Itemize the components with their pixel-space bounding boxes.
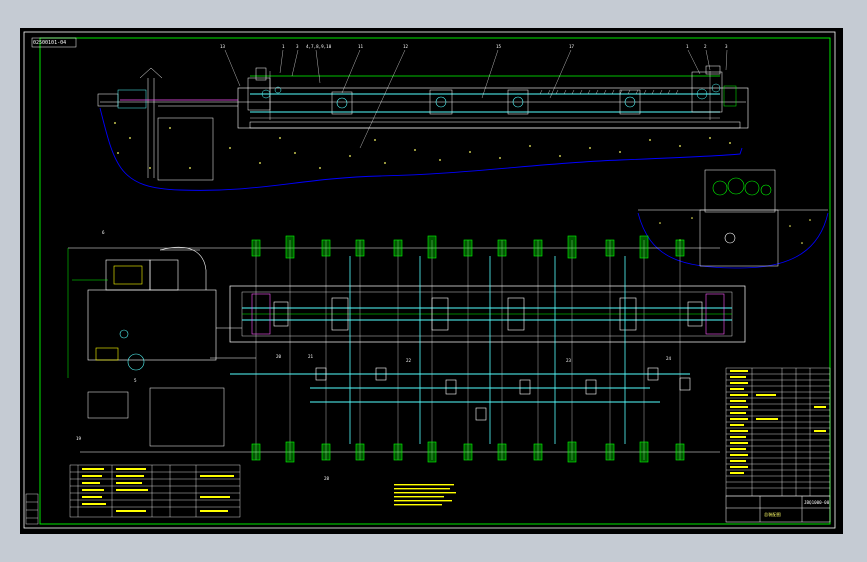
pit-floor bbox=[249, 121, 741, 129]
callouts-plan-labels: 6 5 20 21 22 23 24 28 19 bbox=[76, 230, 672, 481]
svg-text:12: 12 bbox=[403, 44, 409, 49]
drawing-border-outer bbox=[23, 31, 836, 529]
svg-text:5: 5 bbox=[134, 378, 137, 383]
svg-text:2: 2 bbox=[704, 44, 707, 49]
svg-text:19: 19 bbox=[76, 436, 82, 441]
title-stamp: 02500101-04 bbox=[33, 40, 66, 46]
parts-list bbox=[725, 367, 831, 497]
callout-leaders bbox=[224, 49, 728, 149]
lateral-pipes bbox=[349, 256, 626, 444]
svg-text:23: 23 bbox=[566, 358, 572, 363]
support-columns bbox=[255, 240, 681, 460]
svg-text:1: 1 bbox=[282, 44, 285, 49]
support-blocks-top bbox=[251, 235, 685, 259]
detail-frame bbox=[704, 169, 776, 213]
carriage-wheels bbox=[336, 96, 636, 109]
cad-drawing: 02500101-04 bbox=[23, 31, 836, 529]
rail-serration bbox=[539, 89, 679, 95]
svg-text:20: 20 bbox=[276, 354, 282, 359]
svg-text:13: 13 bbox=[220, 44, 226, 49]
svg-text:3: 3 bbox=[296, 44, 299, 49]
carriage-units bbox=[331, 89, 641, 115]
earth-fill bbox=[114, 122, 731, 169]
ground-outline bbox=[99, 107, 743, 191]
title-block-name: 总装配图 bbox=[764, 511, 781, 518]
detail-ground bbox=[637, 212, 829, 269]
notes-table bbox=[69, 464, 241, 518]
svg-text:6: 6 bbox=[102, 230, 105, 235]
plan-view: 6 5 20 21 22 23 24 28 19 bbox=[67, 230, 746, 481]
center-notes bbox=[394, 484, 456, 506]
svg-text:24: 24 bbox=[666, 356, 672, 361]
notes-text-marks bbox=[82, 468, 234, 512]
right-drive bbox=[691, 65, 737, 113]
svg-text:11: 11 bbox=[358, 44, 364, 49]
plan-carriages bbox=[251, 293, 725, 335]
drawing-border-inner bbox=[39, 37, 831, 525]
section-view: 13 1 3 4,7,8,9,10 11 12 15 17 1 2 3 bbox=[97, 44, 749, 191]
cad-viewport[interactable]: 02500101-04 bbox=[20, 28, 843, 534]
svg-text:1: 1 bbox=[686, 44, 689, 49]
detail-pit bbox=[699, 209, 779, 267]
tank-small bbox=[87, 391, 129, 419]
svg-text:15: 15 bbox=[496, 44, 502, 49]
svg-text:17: 17 bbox=[569, 44, 575, 49]
svg-text:22: 22 bbox=[406, 358, 412, 363]
side-detail-view bbox=[637, 169, 829, 269]
tower-left bbox=[97, 67, 238, 181]
valves bbox=[315, 367, 691, 421]
lower-manifold bbox=[230, 373, 690, 403]
drawing-number: JBQ1000-00 bbox=[804, 500, 830, 505]
svg-text:28: 28 bbox=[324, 476, 330, 481]
title-stamp-box bbox=[31, 37, 77, 48]
left-drive bbox=[247, 67, 282, 111]
detail-dots bbox=[659, 217, 811, 244]
svg-text:4,7,8,9,10: 4,7,8,9,10 bbox=[306, 44, 332, 49]
svg-text:21: 21 bbox=[308, 354, 314, 359]
detail-pulleys bbox=[712, 177, 772, 244]
left-margin-strip bbox=[25, 493, 39, 525]
parts-list-marks bbox=[730, 370, 826, 474]
tank-large bbox=[149, 387, 225, 447]
svg-text:3: 3 bbox=[725, 44, 728, 49]
plan-track-outer bbox=[229, 285, 746, 343]
callouts-top: 13 1 3 4,7,8,9,10 11 12 15 17 1 2 3 bbox=[220, 44, 728, 49]
support-blocks-bottom bbox=[251, 441, 685, 463]
pump-station bbox=[72, 246, 256, 371]
title-block bbox=[725, 495, 831, 523]
